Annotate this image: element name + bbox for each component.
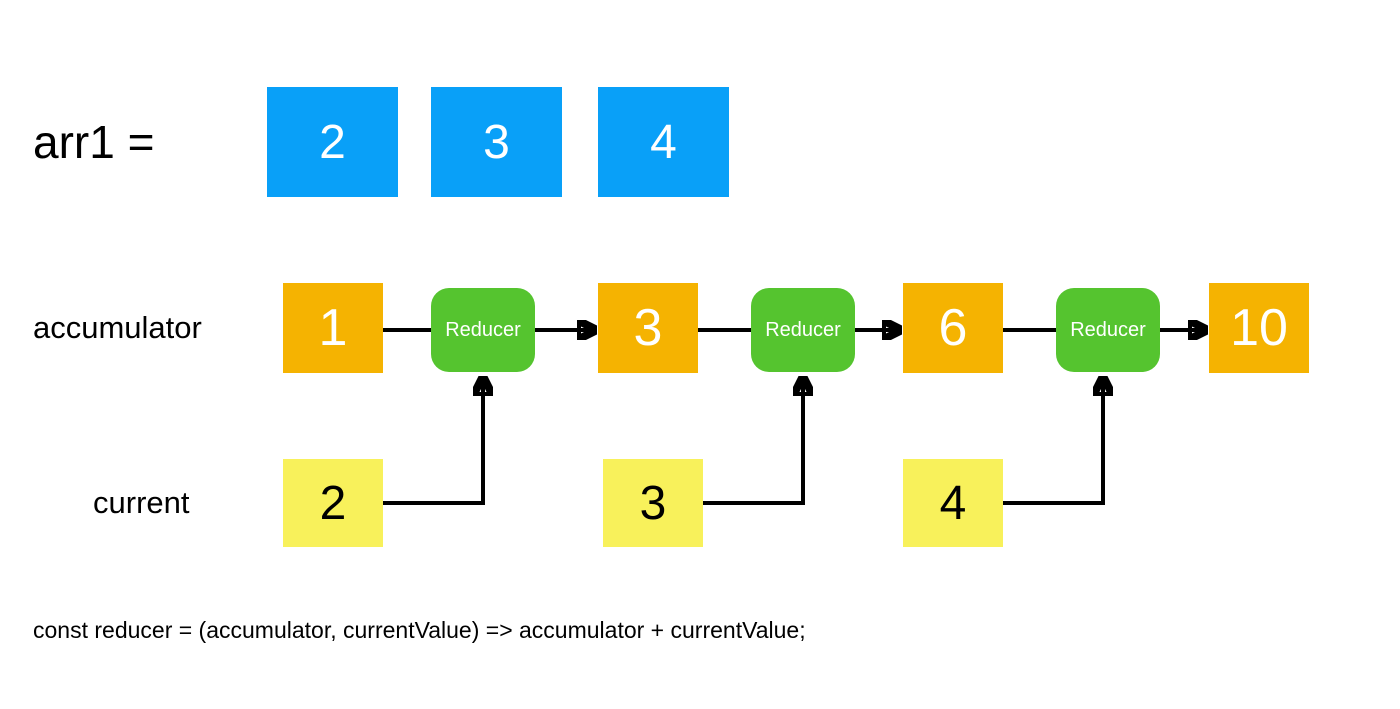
accumulator-label: accumulator — [33, 310, 202, 345]
arrow-current3-to-reducer3 — [1003, 379, 1103, 505]
current-box: 2 — [283, 459, 383, 547]
current-box: 4 — [903, 459, 1003, 547]
reducer-box: Reducer — [431, 288, 535, 372]
arrow-current2-to-reducer2 — [703, 379, 803, 505]
accumulator-box: 6 — [903, 283, 1003, 373]
reducer-box: Reducer — [751, 288, 855, 372]
array-label: arr1 = — [33, 116, 155, 168]
accumulator-box: 3 — [598, 283, 698, 373]
reducer-code-caption: const reducer = (accumulator, currentVal… — [33, 617, 806, 643]
current-label: current — [93, 485, 190, 520]
array-box: 2 — [267, 87, 398, 197]
array-box: 4 — [598, 87, 729, 197]
array-box: 3 — [431, 87, 562, 197]
current-box: 3 — [603, 459, 703, 547]
accumulator-box: 10 — [1209, 283, 1309, 373]
reducer-box: Reducer — [1056, 288, 1160, 372]
arrow-current1-to-reducer1 — [383, 379, 483, 505]
accumulator-box: 1 — [283, 283, 383, 373]
